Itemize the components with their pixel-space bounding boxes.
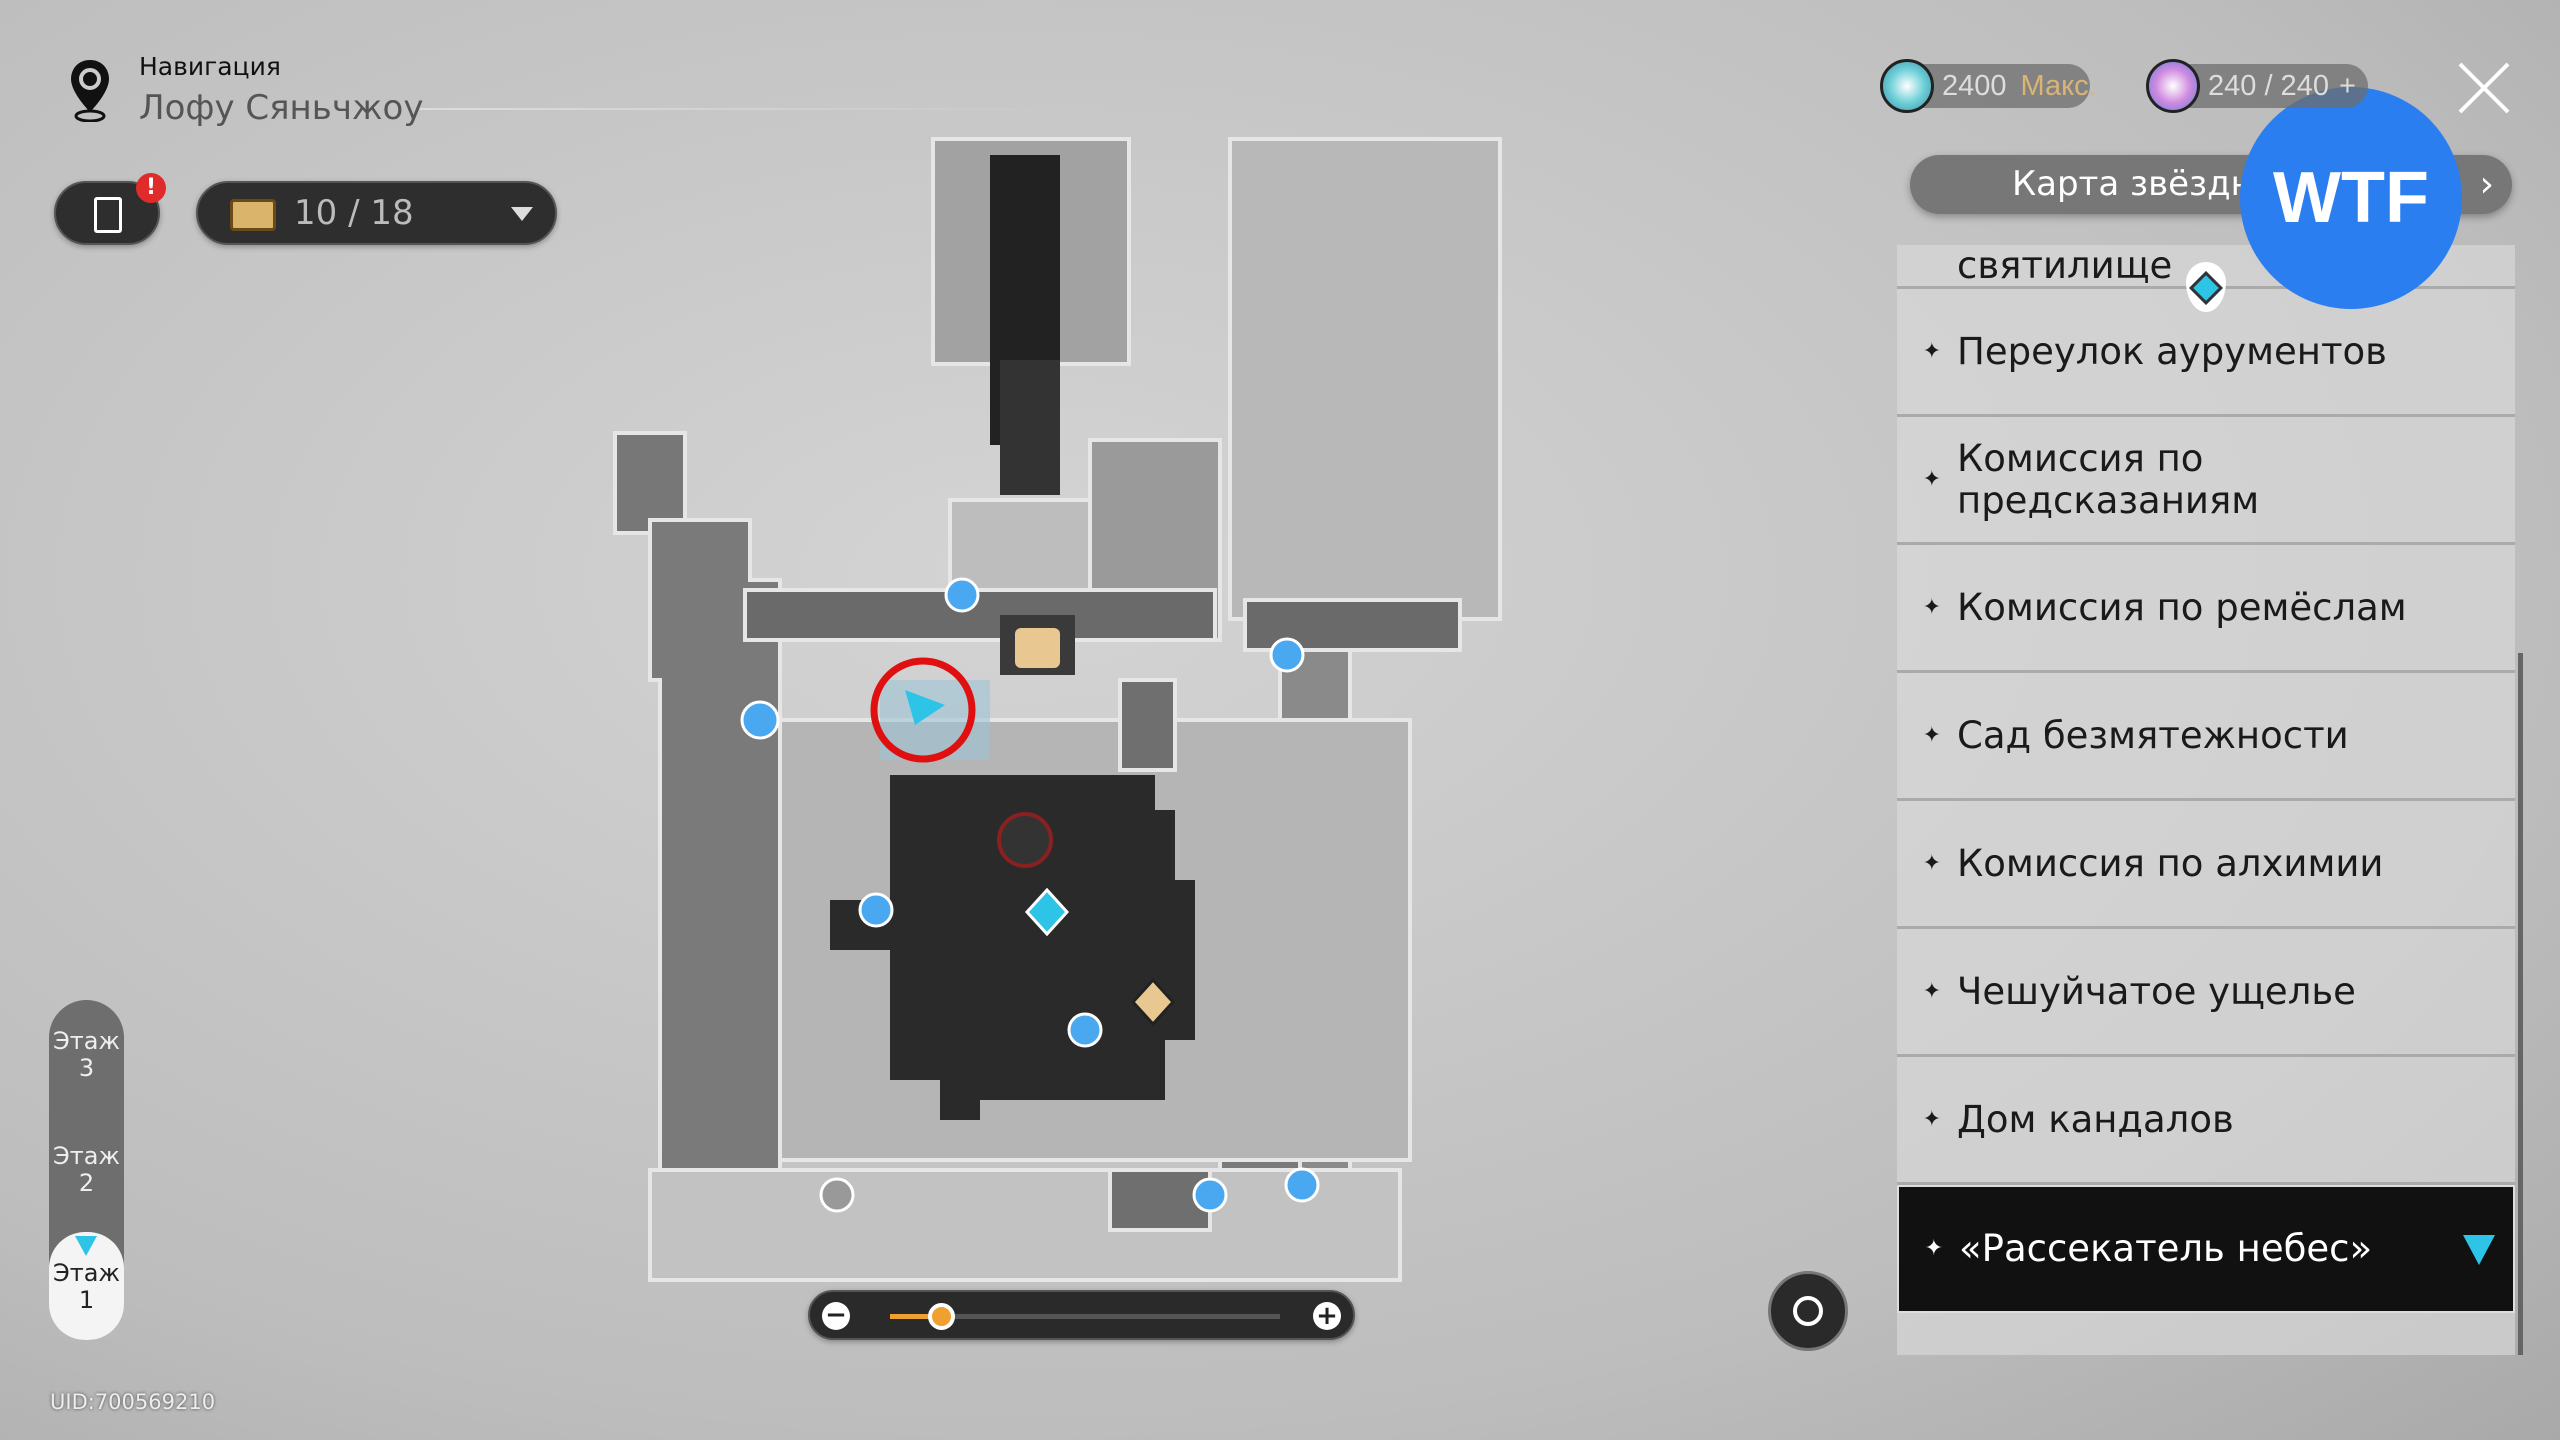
zoom-out-button[interactable]: − <box>822 1302 850 1330</box>
star-icon: ✦ <box>1922 1106 1941 1132</box>
planet-view-button[interactable] <box>1768 1271 1848 1351</box>
list-item-label: Чешуйчатое ущелье <box>1957 969 2356 1013</box>
inactive-anchor-icon[interactable] <box>819 1177 855 1213</box>
current-location-icon <box>2463 1235 2495 1265</box>
space-anchor-icon[interactable] <box>1067 1012 1103 1048</box>
reserve-icon <box>2146 59 2200 113</box>
list-item-label: Комиссия по предсказаниям <box>1957 436 2260 522</box>
zoom-slider-track[interactable] <box>890 1303 1280 1330</box>
alert-badge: ! <box>136 173 166 203</box>
chest-count: 10 / 18 <box>294 193 414 233</box>
quest-log-button[interactable]: ! <box>54 173 166 245</box>
clipboard-icon <box>94 197 122 233</box>
star-icon: ✦ <box>1922 722 1941 748</box>
teleport-icon[interactable] <box>1024 887 1070 937</box>
list-item-label: Комиссия по ремёслам <box>1957 585 2407 629</box>
chest-counter-dropdown[interactable]: 10 / 18 <box>196 181 557 245</box>
chevron-down-icon <box>511 207 533 221</box>
space-anchor-icon[interactable] <box>740 700 780 740</box>
space-anchor-icon[interactable] <box>1269 637 1305 673</box>
star-icon: ✦ <box>1922 338 1941 364</box>
power-icon <box>1880 59 1934 113</box>
player-floor-icon <box>75 1236 97 1256</box>
chest-icon <box>230 199 276 231</box>
player-location-marker <box>870 657 976 763</box>
star-icon: ✦ <box>1922 978 1941 1004</box>
list-item-label: Дом кандалов <box>1957 1097 2234 1141</box>
star-icon: ✦ <box>1922 594 1941 620</box>
list-item[interactable]: ✦ Чешуйчатое ущелье <box>1897 929 2515 1057</box>
list-item-label: святилище <box>1957 245 2173 287</box>
add-button[interactable]: + <box>2338 69 2356 102</box>
puzzle-icon[interactable] <box>1015 628 1060 668</box>
star-icon: ✦ <box>1924 1236 1943 1261</box>
watermark-logo: WTF <box>2240 87 2462 309</box>
navigation-pin-icon <box>71 60 109 122</box>
player-arrow-icon <box>905 690 945 725</box>
list-item[interactable]: ✦ Переулок аурументов <box>1897 289 2515 417</box>
boss-icon[interactable] <box>997 812 1053 868</box>
star-map-label: Карта звёздн <box>2012 164 2253 204</box>
star-icon: ✦ <box>1922 466 1941 492</box>
trailblaze-power-counter: 2400 Макс. <box>1880 59 2097 113</box>
list-item[interactable]: ✦ Дом кандалов <box>1897 1057 2515 1185</box>
space-anchor-icon[interactable] <box>1284 1167 1320 1203</box>
uid-label: UID:700569210 <box>50 1390 216 1414</box>
zoom-slider-thumb[interactable] <box>927 1303 955 1330</box>
list-item[interactable]: ✦ Комиссия по предсказаниям <box>1897 417 2515 545</box>
reserve-value: 240 / 240 <box>2208 69 2329 102</box>
teleport-pin-icon <box>2186 262 2226 312</box>
list-item-label: Сад безмятежности <box>1957 713 2349 757</box>
list-item[interactable]: ✦ Комиссия по алхимии <box>1897 801 2515 929</box>
list-scrollbar[interactable] <box>2518 653 2523 1355</box>
star-icon: ✦ <box>1922 850 1941 876</box>
location-name[interactable]: Лофу Сяньчжоу <box>139 88 424 128</box>
reserve-power-counter[interactable]: 240 / 240 + <box>2146 59 2368 113</box>
power-max-label: Макс. <box>2020 69 2097 102</box>
list-item[interactable]: ✦ Комиссия по ремёслам <box>1897 545 2515 673</box>
space-anchor-icon[interactable] <box>944 577 980 613</box>
title-divider <box>420 108 1070 110</box>
chevron-right-icon: › <box>2479 164 2494 205</box>
list-item-label: «Рассекатель небес» <box>1959 1227 2373 1270</box>
navigation-label: Навигация <box>139 52 281 81</box>
power-value: 2400 <box>1942 69 2007 102</box>
merchant-icon[interactable] <box>1130 977 1176 1027</box>
list-item-selected[interactable]: ✦ «Рассекатель небес» <box>1897 1185 2515 1313</box>
location-list[interactable]: святилище ✦ Переулок аурументов ✦ Комиссия… <box>1897 245 2515 1355</box>
space-anchor-icon[interactable] <box>858 892 894 928</box>
list-item-label: Комиссия по алхимии <box>1957 841 2384 885</box>
zoom-control: − + <box>808 1290 1355 1340</box>
list-item[interactable]: ✦ Сад безмятежности <box>1897 673 2515 801</box>
space-anchor-icon[interactable] <box>1192 1177 1228 1213</box>
planet-icon <box>1793 1296 1823 1326</box>
close-icon[interactable] <box>2456 60 2512 116</box>
zoom-in-button[interactable]: + <box>1313 1302 1341 1330</box>
list-item-label: Переулок аурументов <box>1957 329 2387 373</box>
